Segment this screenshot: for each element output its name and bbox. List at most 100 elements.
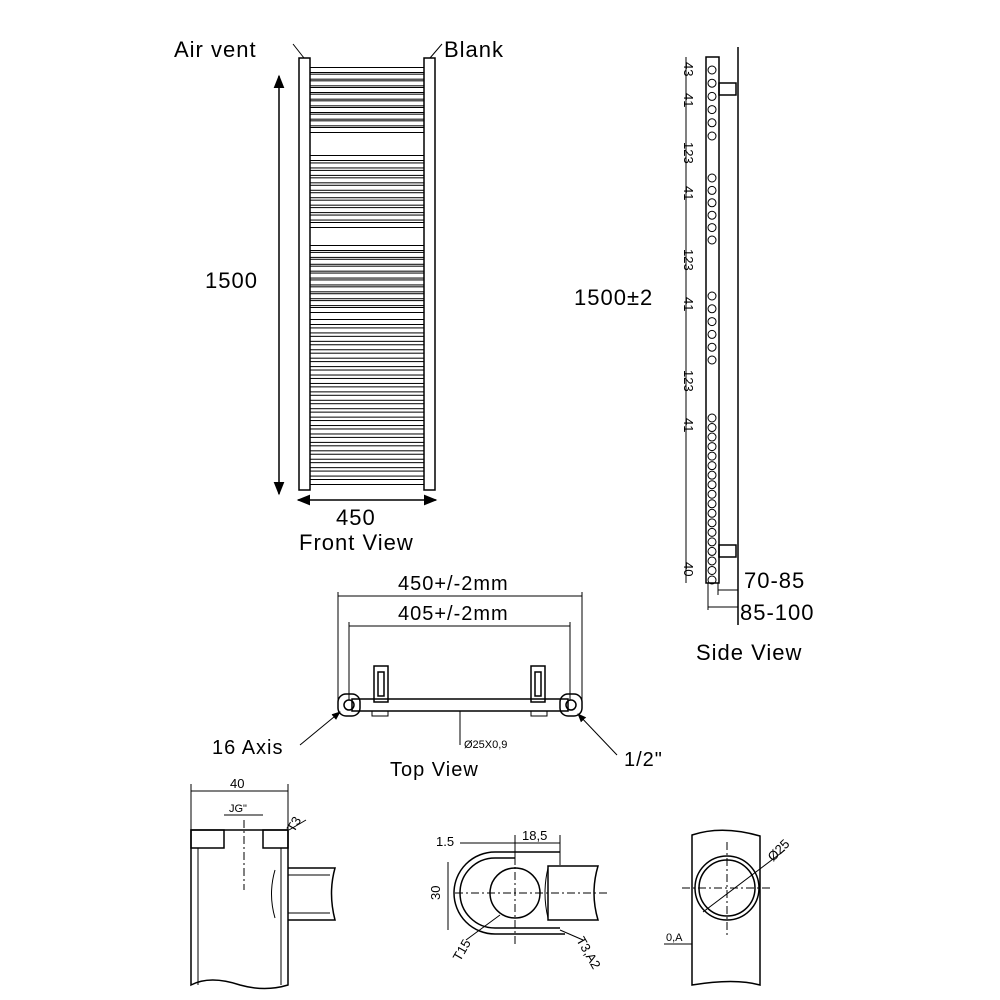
detail2-pipe [547, 865, 600, 921]
rung [309, 80, 425, 87]
rung [309, 293, 425, 300]
spacing-label: 41 [681, 93, 696, 107]
spacing-label: 43 [681, 62, 696, 76]
rung [309, 369, 425, 376]
rung-end [707, 442, 717, 452]
rung [309, 93, 425, 100]
rung-end [707, 461, 717, 471]
rung [309, 127, 425, 133]
rung-end [707, 451, 717, 461]
rung [309, 377, 425, 384]
detail2-radius-label: T15 [450, 937, 474, 964]
rung-end [707, 423, 717, 433]
rung-end [707, 78, 717, 88]
front-rungs [309, 67, 425, 485]
detail-section-1: 40 JG" T3 [190, 776, 336, 990]
top-outer-width-label: 450+/-2mm [398, 573, 509, 595]
front-view-title: Front View [299, 530, 414, 555]
rung-end [707, 329, 717, 339]
rung-end [707, 489, 717, 499]
top-end-cap-left [337, 693, 361, 717]
detail1-pipe [288, 867, 336, 921]
spacing-label: 41 [681, 418, 696, 432]
rung [309, 169, 425, 176]
rung [309, 258, 425, 265]
spacing-label: 123 [681, 249, 696, 271]
top-view: 450+/-2mm 405+/-2mm 16 Axis 1/2" Ø25X0,9… [212, 573, 662, 781]
detail2-wall-label: T3,A2 [573, 934, 603, 972]
rung-end [707, 432, 717, 442]
lower-bracket [718, 544, 737, 558]
rung [309, 222, 425, 228]
side-column [705, 56, 720, 584]
rung [309, 411, 425, 418]
rung-end [707, 556, 717, 566]
rung [309, 335, 425, 342]
rung [309, 192, 425, 199]
rung [309, 352, 425, 359]
rung [309, 386, 425, 393]
rung [309, 73, 425, 80]
rung-end [707, 499, 717, 509]
top-end-cap-right [559, 693, 583, 717]
rung-end [707, 223, 717, 233]
right-column [423, 57, 436, 491]
rung-end [707, 317, 717, 327]
rung [309, 436, 425, 443]
rung [309, 470, 425, 477]
rung [309, 265, 425, 272]
spacing-label: 123 [681, 142, 696, 164]
rung [309, 199, 425, 206]
rung [309, 319, 425, 325]
rung [309, 300, 425, 307]
side-depth-1-label: 70-85 [744, 568, 805, 593]
rung [309, 344, 425, 351]
rung [309, 361, 425, 368]
rung [309, 245, 425, 251]
rung-end [707, 173, 717, 183]
rung [309, 286, 425, 293]
rung-end [707, 537, 717, 547]
rung [309, 251, 425, 258]
axis-label: 16 Axis [212, 737, 283, 759]
rung [309, 100, 425, 107]
rung-end [707, 185, 717, 195]
rung-end [707, 518, 717, 528]
spacing-label: 41 [681, 297, 696, 311]
front-width-label: 450 [336, 505, 376, 530]
left-column [298, 57, 311, 491]
rung [309, 403, 425, 410]
side-height-label: 1500±2 [574, 285, 653, 310]
rung [309, 462, 425, 469]
rung-end [707, 575, 717, 585]
rung-end [707, 527, 717, 537]
detail-section-3: Ø25 0,A [664, 829, 793, 986]
rung-end [707, 304, 717, 314]
rung [309, 453, 425, 460]
side-rungs [707, 65, 717, 585]
rung-end [707, 546, 717, 556]
top-bracket-left [373, 665, 389, 703]
rung [309, 394, 425, 401]
rung [309, 428, 425, 435]
spacing-label: 123 [681, 370, 696, 392]
rung-end [707, 413, 717, 423]
rung [309, 177, 425, 184]
blank-label: Blank [444, 37, 504, 62]
rung-end [707, 480, 717, 490]
rung [309, 162, 425, 169]
detail2-offset-label: 1.5 [436, 834, 454, 849]
rung [309, 214, 425, 221]
rung [309, 87, 425, 93]
rung [309, 279, 425, 286]
top-bracket-right [530, 665, 546, 703]
upper-bracket [718, 82, 737, 96]
rung-end [707, 65, 717, 75]
front-view: Air vent Blank 1500 450 Front View [174, 37, 504, 555]
top-tube [351, 698, 569, 712]
front-height-label: 1500 [205, 268, 258, 293]
detail2-width-label: 18,5 [522, 828, 547, 843]
detail2-height-label: 30 [428, 886, 443, 900]
rung-end [707, 198, 717, 208]
